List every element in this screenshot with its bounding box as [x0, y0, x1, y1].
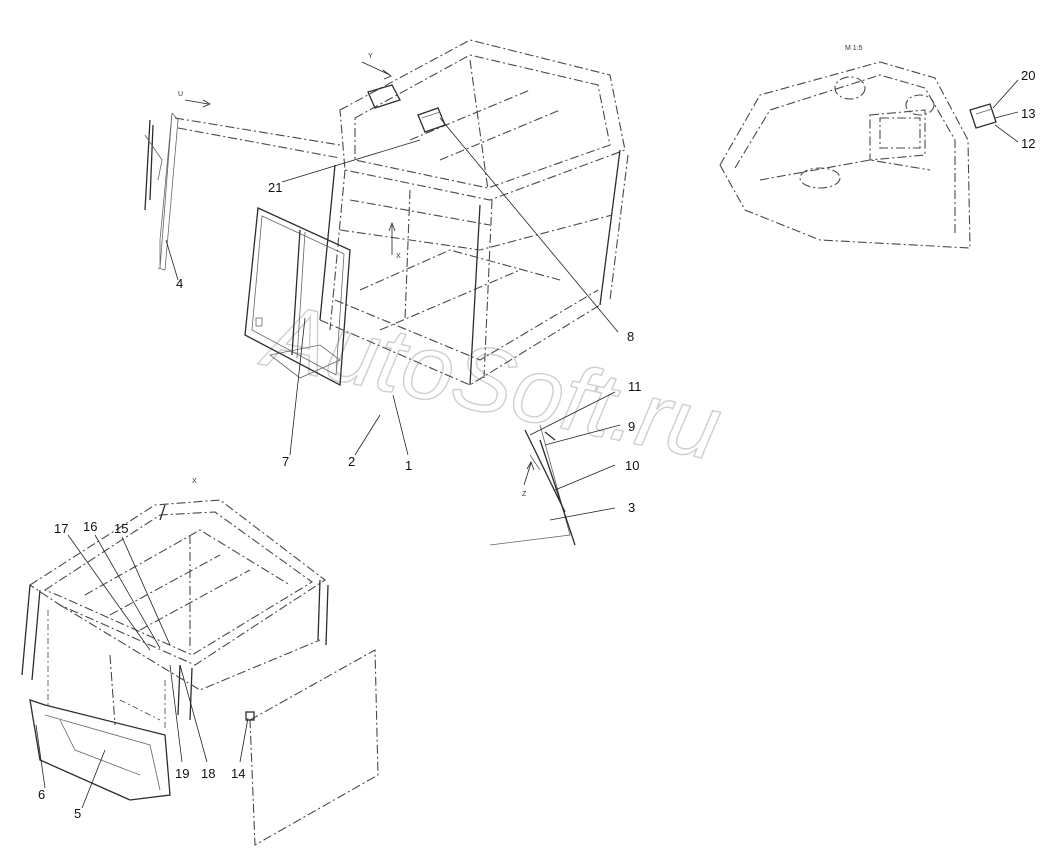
scale-note: M 1:5	[845, 45, 863, 52]
callout-2: 2	[348, 454, 355, 469]
callout-20: 20	[1021, 68, 1035, 83]
callout-11: 11	[628, 379, 642, 394]
view-marker-z: Z	[522, 491, 527, 498]
part-3-strut-assembly: Z	[489, 424, 576, 546]
callout-4: 4	[176, 276, 183, 291]
callout-16: 16	[83, 519, 97, 534]
callout-18: 18	[201, 766, 215, 781]
callout-10: 10	[625, 458, 639, 473]
callout-6: 6	[38, 787, 45, 802]
cab-frame	[174, 39, 629, 386]
part-7-door-panel	[244, 207, 351, 387]
callouts: 4 8 21 11 9 10 3 1 2 7 20 13 12 17 16 15…	[38, 68, 1035, 821]
view-marker-x-top: X	[396, 253, 401, 260]
callout-1: 1	[405, 458, 412, 473]
part-14-side-panel	[245, 649, 379, 846]
part-5-tray	[29, 699, 171, 801]
part-21-roof-component: Y	[361, 53, 446, 133]
callout-14: 14	[231, 766, 245, 781]
floor-frame-view-x: X	[21, 478, 329, 730]
callout-21: 21	[268, 180, 282, 195]
callout-13: 13	[1021, 106, 1035, 121]
leader-lines	[35, 79, 1019, 809]
part-4-wiper-assembly: U	[144, 91, 211, 271]
view-marker-x-bottom: X	[192, 478, 197, 485]
callout-17: 17	[54, 521, 68, 536]
callout-8: 8	[627, 329, 634, 344]
callout-9: 9	[628, 419, 635, 434]
detail-view-roof-console: M 1:5	[719, 45, 997, 249]
callout-7: 7	[282, 454, 289, 469]
callout-3: 3	[628, 500, 635, 515]
callout-12: 12	[1021, 136, 1035, 151]
callout-5: 5	[74, 806, 81, 821]
view-marker-u: U	[178, 91, 183, 98]
view-marker-y: Y	[368, 53, 373, 60]
callout-15: 15	[114, 521, 128, 536]
watermark: AutoSoft.ru	[253, 283, 729, 480]
callout-19: 19	[175, 766, 189, 781]
